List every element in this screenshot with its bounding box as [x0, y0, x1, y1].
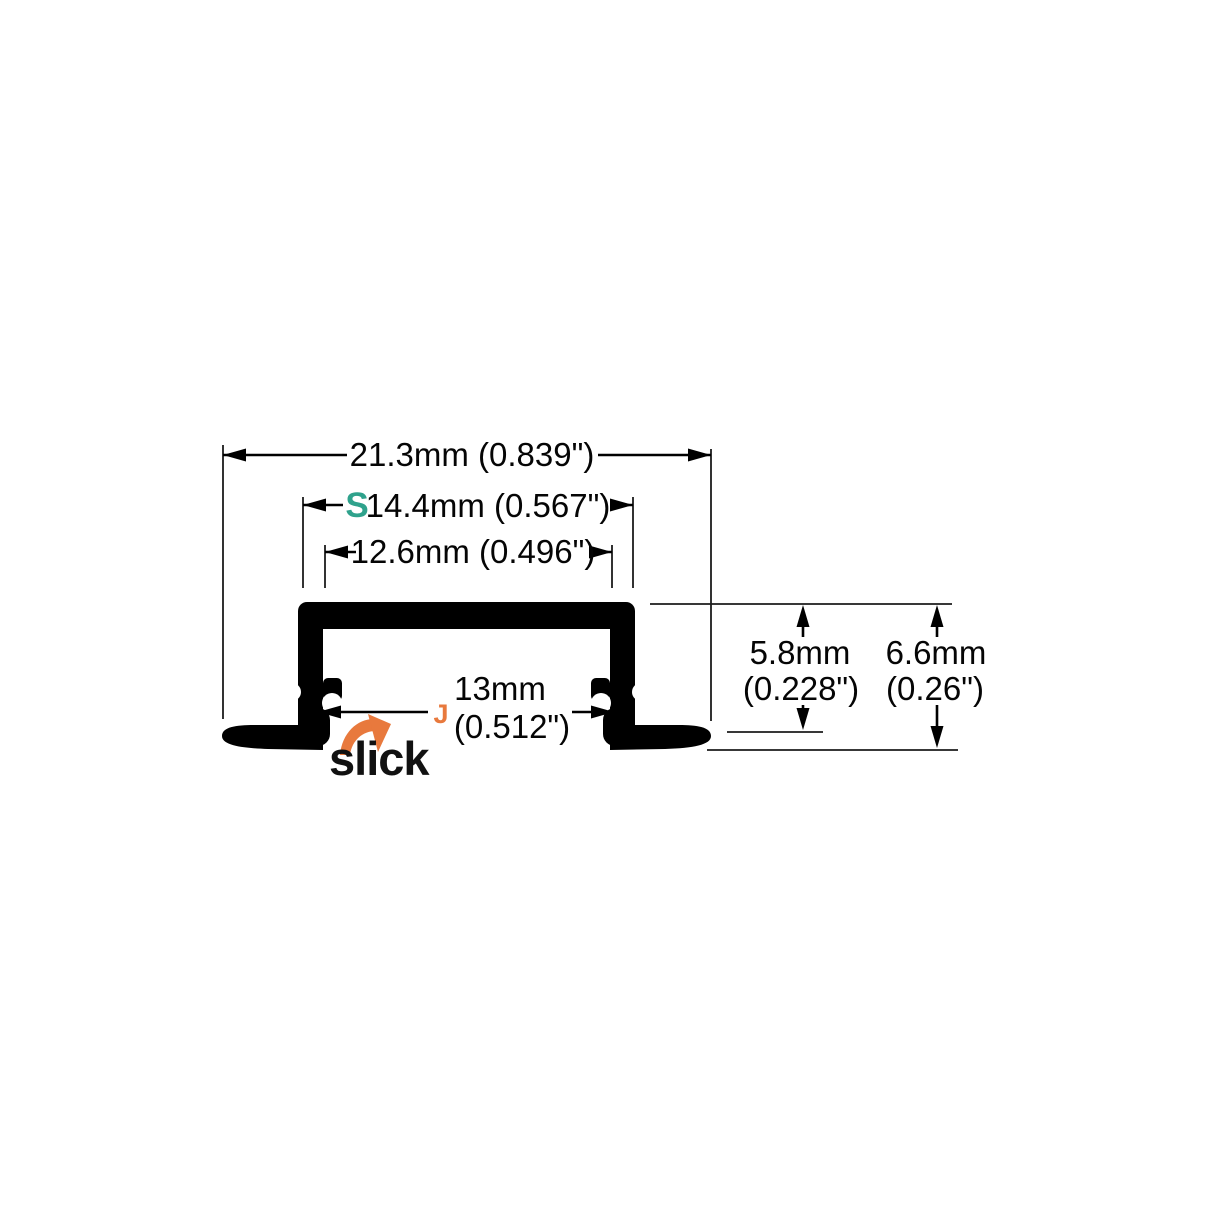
- dim-height-label-in: (0.26"): [886, 670, 984, 707]
- profile-right-wing: [610, 714, 711, 750]
- dim-depth-label-in: (0.228"): [743, 670, 859, 707]
- dim-top-width-prefix: S: [345, 486, 368, 525]
- profile-left-outer-notch: [283, 683, 301, 701]
- dim-opening-prefix: J: [433, 699, 448, 729]
- dim-recess-depth: 5.8mm (0.228"): [743, 605, 859, 730]
- profile-left-wing: [222, 714, 323, 750]
- slick-arrowhead-icon: [368, 714, 391, 752]
- dim-depth-label-mm: 5.8mm: [750, 634, 851, 671]
- arrowhead-up-icon: [796, 605, 810, 627]
- profile-top-cap: [298, 602, 635, 629]
- dim-top-width-label: 14.4mm (0.567"): [366, 487, 611, 524]
- arrowhead-down-icon: [930, 726, 944, 748]
- arrowhead-right-icon: [688, 448, 711, 462]
- arrowhead-right-icon: [589, 545, 612, 559]
- arrowhead-left-icon: [303, 498, 326, 512]
- dim-opening-label-mm: 13mm: [454, 670, 546, 707]
- arrowhead-left-icon: [318, 705, 341, 719]
- logo-slick: slick: [329, 714, 431, 785]
- profile-cross-section: [222, 602, 711, 750]
- dim-height-label-mm: 6.6mm: [886, 634, 987, 671]
- arrowhead-right-icon: [591, 705, 614, 719]
- dim-overall-width: 21.3mm (0.839"): [223, 436, 711, 473]
- dim-overall-height: 6.6mm (0.26"): [886, 605, 987, 748]
- dim-inner-width-label: 12.6mm (0.496"): [351, 533, 596, 570]
- dim-bottom-opening: J 13mm (0.512"): [318, 670, 614, 745]
- extension-lines: [222, 445, 958, 751]
- slick-logo-text: slick: [329, 732, 430, 785]
- arrowhead-right-icon: [610, 498, 633, 512]
- dim-overall-width-label: 21.3mm (0.839"): [350, 436, 595, 473]
- arrowhead-up-icon: [930, 605, 944, 627]
- arrowhead-left-icon: [223, 448, 246, 462]
- profile-right-outer-notch: [632, 683, 650, 701]
- dim-top-width: S 14.4mm (0.567"): [303, 486, 633, 525]
- arrowhead-left-icon: [325, 545, 348, 559]
- dim-inner-width: 12.6mm (0.496"): [325, 533, 612, 570]
- slick-arrow-icon: [340, 719, 376, 755]
- arrowhead-down-icon: [796, 708, 810, 730]
- dim-opening-label-in: (0.512"): [454, 708, 570, 745]
